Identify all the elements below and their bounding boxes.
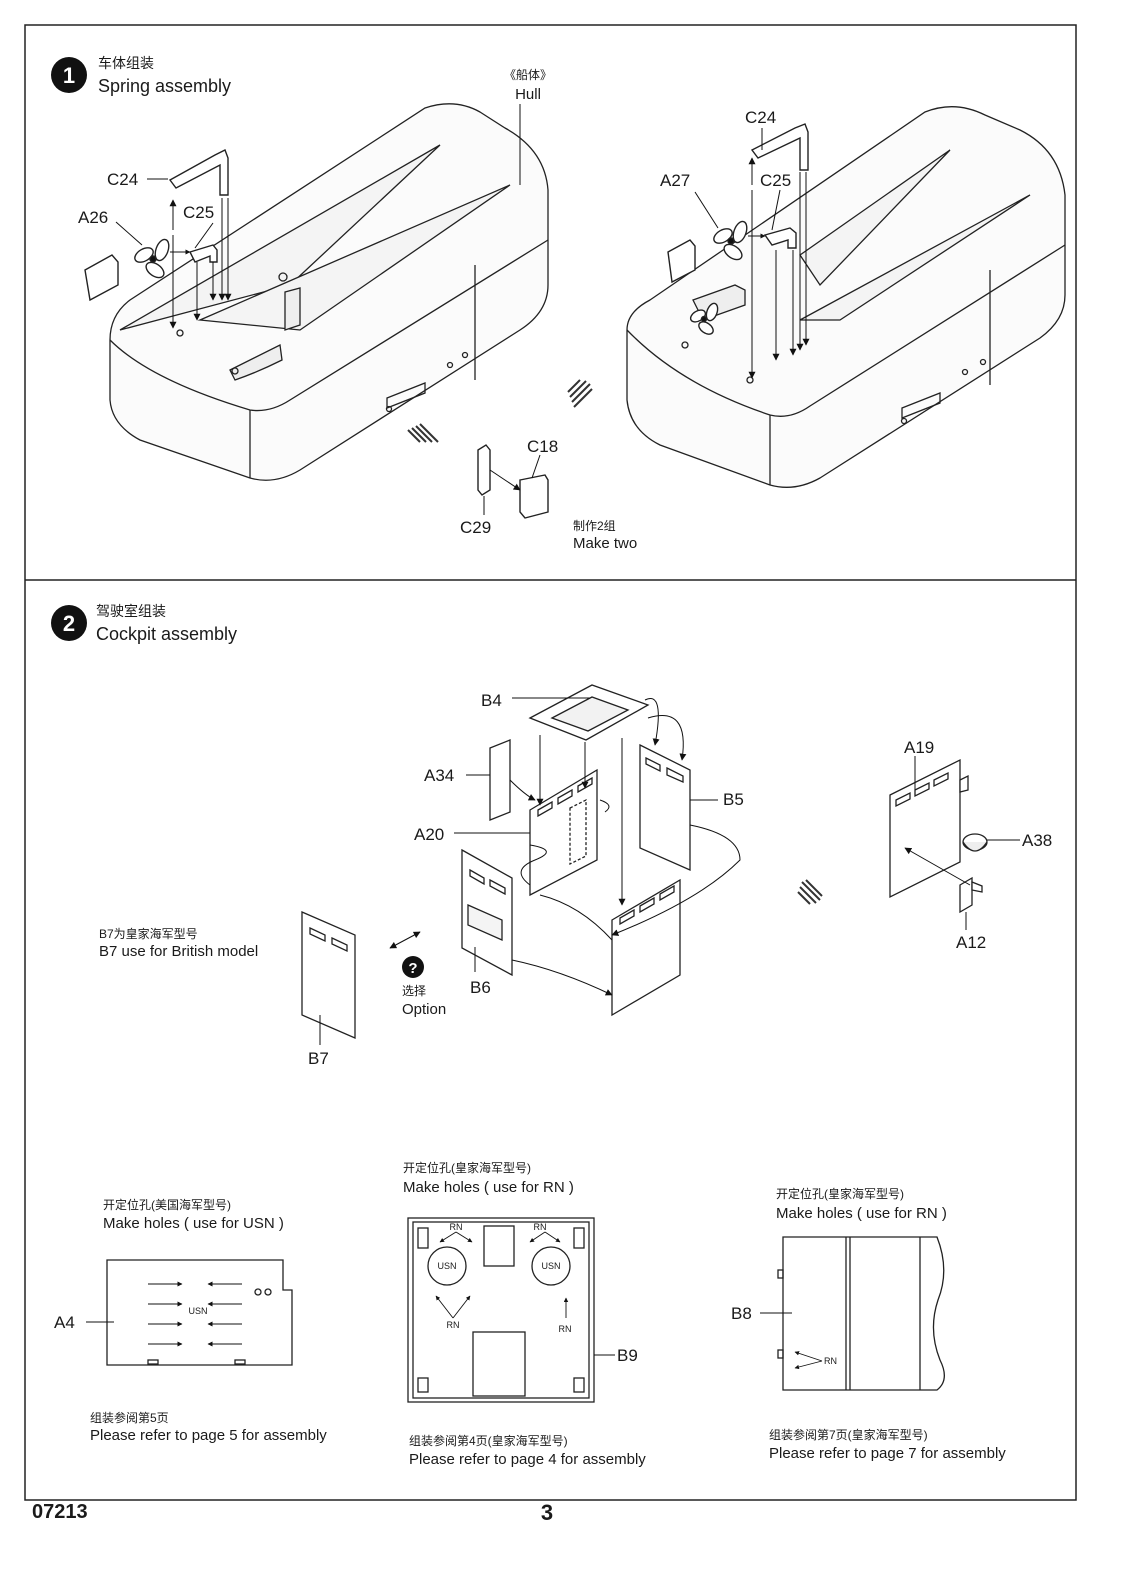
b9-holes-zh: 开定位孔(皇家海军型号) xyxy=(403,1160,531,1175)
hull-left-parts xyxy=(84,149,229,302)
part-a26-left-shape xyxy=(84,254,119,302)
label-a26: A26 xyxy=(78,208,108,227)
propeller-right-lower-icon xyxy=(689,302,719,335)
label-hull-zh: 《船体》 xyxy=(504,68,552,82)
step1-number-badge xyxy=(51,57,87,93)
step2-number-badge xyxy=(51,605,87,641)
hull-left-guides xyxy=(115,178,232,329)
label-a19: A19 xyxy=(904,738,934,757)
b9-ref-zh: 组装参阅第4页(皇家海军型号) xyxy=(409,1433,568,1448)
step1-title-en: Spring assembly xyxy=(98,76,231,96)
step1-header: 1 车体组装 Spring assembly xyxy=(51,55,231,96)
b8-ref-zh: 组装参阅第7页(皇家海军型号) xyxy=(769,1427,928,1442)
b9-usn-mark-left: USN xyxy=(437,1261,456,1271)
usn-holes-zh: 开定位孔(美国海军型号) xyxy=(103,1197,231,1212)
hull-right-parts xyxy=(667,123,809,335)
label-c24-left: C24 xyxy=(107,170,138,189)
page-frame xyxy=(24,24,1077,1501)
label-b8: B8 xyxy=(731,1304,752,1323)
label-a12: A12 xyxy=(956,933,986,952)
label-b7: B7 xyxy=(308,1049,329,1068)
b7-note-zh: B7为皇家海军型号 xyxy=(99,926,198,941)
label-a4: A4 xyxy=(54,1313,75,1332)
option-zh: 选择 xyxy=(402,984,426,998)
propeller-right-upper-icon xyxy=(713,220,748,261)
usn-ref-zh: 组装参阅第5页 xyxy=(90,1410,169,1425)
label-a38: A38 xyxy=(1022,831,1052,850)
step1-title-zh: 车体组装 xyxy=(98,55,154,71)
direction-arrow-left-icon xyxy=(407,423,439,443)
label-b6: B6 xyxy=(470,978,491,997)
usn-ref-en: Please refer to page 5 for assembly xyxy=(90,1427,327,1444)
step2-title-zh: 驾驶室组装 xyxy=(96,603,166,619)
panel-a4-drawing xyxy=(86,1259,293,1366)
step2-title-en: Cockpit assembly xyxy=(96,624,237,644)
b9-rn-mark-top-left: RN xyxy=(450,1222,463,1232)
b9-rn-mark-bottom-right: RN xyxy=(559,1324,572,1334)
b9-rn-mark-bottom-left: RN xyxy=(447,1320,460,1330)
option-symbol: ? xyxy=(408,960,417,977)
step2-header: 2 驾驶室组装 Cockpit assembly xyxy=(51,603,237,644)
b8-holes-en: Make holes ( use for RN ) xyxy=(776,1205,947,1222)
b9-ref-en: Please refer to page 4 for assembly xyxy=(409,1451,646,1468)
make-two-en: Make two xyxy=(573,535,637,552)
hull-right-drawing xyxy=(626,106,1066,488)
cockpit-exploded-drawing xyxy=(301,684,988,1039)
panel-b9-drawing xyxy=(407,1217,615,1403)
label-c24-right: C24 xyxy=(745,108,776,127)
b8-holes-zh: 开定位孔(皇家海军型号) xyxy=(776,1186,904,1201)
option-en: Option xyxy=(402,1001,446,1018)
label-hull-en: Hull xyxy=(515,86,541,103)
label-c18: C18 xyxy=(527,437,558,456)
panel-b8-drawing xyxy=(760,1236,945,1391)
a4-usn-mark: USN xyxy=(188,1306,207,1316)
direction-arrow-right-icon xyxy=(567,379,593,408)
label-a34: A34 xyxy=(424,766,454,785)
b9-usn-mark-right: USN xyxy=(541,1261,560,1271)
label-b5: B5 xyxy=(723,790,744,809)
b7-note-en: B7 use for British model xyxy=(99,943,258,960)
cockpit-guides xyxy=(319,697,1020,1045)
step2-number: 2 xyxy=(63,611,75,636)
b9-rn-mark-top-right: RN xyxy=(534,1222,547,1232)
label-a27: A27 xyxy=(660,171,690,190)
direction-arrow-step2-icon xyxy=(797,879,823,905)
label-a20: A20 xyxy=(414,825,444,844)
hull-right-guides xyxy=(694,128,810,379)
propeller-left-icon xyxy=(134,238,170,279)
usn-holes-en: Make holes ( use for USN ) xyxy=(103,1215,284,1232)
make-two-zh: 制作2组 xyxy=(573,519,616,533)
kit-code: 07213 xyxy=(32,1501,88,1523)
page-number: 3 xyxy=(541,1500,553,1525)
b8-rn-mark: RN xyxy=(824,1356,837,1366)
label-c25-right: C25 xyxy=(760,171,791,190)
label-b9: B9 xyxy=(617,1346,638,1365)
step1-number: 1 xyxy=(63,63,75,88)
option-badge: ? xyxy=(402,956,424,978)
label-c29: C29 xyxy=(460,518,491,537)
label-c25-left: C25 xyxy=(183,203,214,222)
b8-ref-en: Please refer to page 7 for assembly xyxy=(769,1445,1006,1462)
b9-holes-en: Make holes ( use for RN ) xyxy=(403,1179,574,1196)
hull-left-drawing xyxy=(109,103,549,481)
subassembly-c18-c29 xyxy=(477,444,549,519)
label-b4: B4 xyxy=(481,691,502,710)
